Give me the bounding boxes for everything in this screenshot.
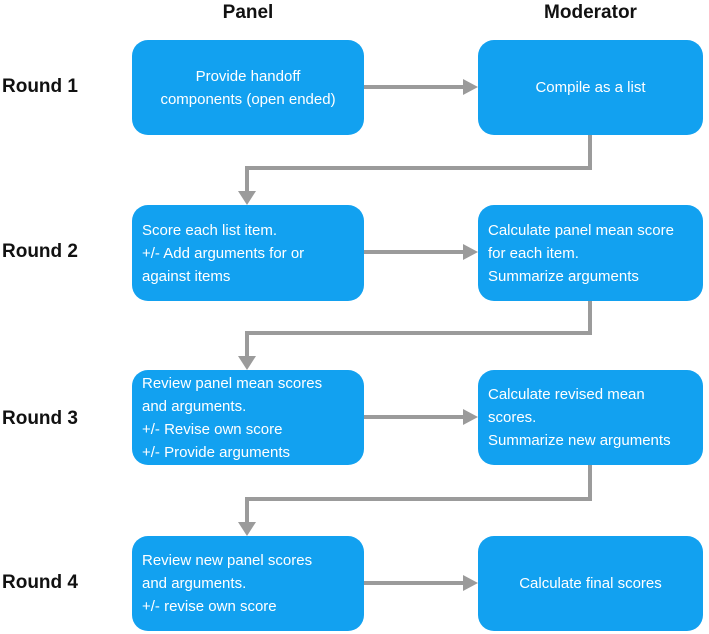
moderator-box-round-1: Compile as a list: [478, 40, 703, 135]
elbow-3-down-segment: [588, 465, 592, 501]
elbow-1-stub-segment: [245, 170, 249, 191]
elbow-1-head-icon: [238, 191, 256, 205]
round-label-4: Round 4: [2, 572, 78, 593]
round-label-1: Round 1: [2, 76, 78, 97]
panel-box-round-4: Review new panel scores and arguments. +…: [132, 536, 364, 631]
arrow-right-round-1-head-icon: [463, 79, 478, 95]
moderator-box-round-4: Calculate final scores: [478, 536, 703, 631]
arrow-right-round-2-head-icon: [463, 244, 478, 260]
arrow-right-round-1-line: [364, 85, 464, 89]
panel-box-round-1: Provide handoff components (open ended): [132, 40, 364, 135]
elbow-3-head-icon: [238, 522, 256, 536]
panel-box-round-3: Review panel mean scores and arguments. …: [132, 370, 364, 465]
arrow-right-round-3-head-icon: [463, 409, 478, 425]
elbow-2-head-icon: [238, 356, 256, 370]
arrow-right-round-4-line: [364, 581, 464, 585]
elbow-1-horizontal-segment: [245, 166, 592, 170]
arrow-right-round-2-line: [364, 250, 464, 254]
column-header-moderator: Moderator: [544, 2, 637, 23]
moderator-box-round-2: Calculate panel mean score for each item…: [478, 205, 703, 301]
elbow-1-down-segment: [588, 135, 592, 170]
elbow-3-stub-segment: [245, 501, 249, 522]
moderator-box-round-3: Calculate revised mean scores. Summarize…: [478, 370, 703, 465]
elbow-2-horizontal-segment: [245, 331, 592, 335]
elbow-3-horizontal-segment: [245, 497, 592, 501]
round-label-2: Round 2: [2, 241, 78, 262]
elbow-2-stub-segment: [245, 335, 249, 356]
round-label-3: Round 3: [2, 408, 78, 429]
arrow-right-round-4-head-icon: [463, 575, 478, 591]
arrow-right-round-3-line: [364, 415, 464, 419]
panel-box-round-2: Score each list item. +/- Add arguments …: [132, 205, 364, 301]
column-header-panel: Panel: [222, 2, 274, 23]
elbow-2-down-segment: [588, 301, 592, 335]
